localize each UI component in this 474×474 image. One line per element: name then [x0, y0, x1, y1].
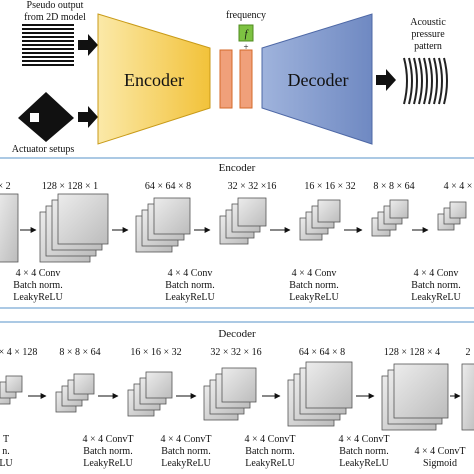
decoder-title: Decoder	[288, 70, 349, 90]
decoder-op-4-line3: LeakyReLU	[245, 458, 295, 469]
decoder-op-3-line2: Batch norm.	[161, 446, 210, 457]
output-arrow	[376, 69, 396, 91]
decoder-stack-1	[0, 375, 23, 405]
decoder-panel	[0, 321, 474, 323]
decoder-op-5-line1: 4 × 4 ConvT	[339, 434, 390, 445]
decoder-op-3-line1: 4 × 4 ConvT	[161, 434, 212, 445]
encoder-op-1-line3: LeakyReLU	[13, 292, 63, 303]
bottleneck-right	[239, 49, 253, 109]
bottleneck-left	[219, 49, 233, 109]
acoustic-pattern-image	[400, 55, 452, 107]
encoder-op-2-line2: Batch norm.	[165, 280, 214, 291]
pseudo-output-image	[22, 24, 74, 66]
encoder-dim-3: 32 × 32 ×16	[228, 181, 277, 192]
encoder-stack-2	[135, 197, 191, 253]
encoder-dim-6: 4 × 4 ×	[444, 181, 473, 192]
encoder-input-block	[0, 193, 19, 263]
input-arrow-bottom	[78, 106, 98, 128]
encoder-op-1-line1: 4 × 4 Conv	[16, 268, 61, 279]
decoder-stack-5	[287, 361, 353, 427]
encoder-dim-5: 8 × 8 × 64	[373, 181, 414, 192]
decoder-op-4-line1: 4 × 4 ConvT	[245, 434, 296, 445]
frequency-plus: +	[243, 42, 248, 52]
decoder-op-4-line2: Batch norm.	[245, 446, 294, 457]
decoder-op-3-line3: LeakyReLU	[161, 458, 211, 469]
decoder-stack-3	[127, 371, 173, 417]
decoder-panel-title: Decoder	[218, 328, 256, 340]
decoder-op-1-line1: T	[3, 434, 9, 445]
encoder-op-1-line2: Batch norm.	[13, 280, 62, 291]
encoder-panel-title: Encoder	[219, 162, 256, 174]
encoder-dim-2: 64 × 64 × 8	[145, 181, 191, 192]
acoustic-label-line3: pattern	[414, 41, 442, 52]
decoder-dim-2: 8 × 8 × 64	[59, 347, 100, 358]
decoder-op-6-line1: 4 × 4 ConvT	[415, 446, 466, 457]
pseudo-output-label-line1: Pseudo output	[27, 0, 84, 11]
decoder-op-5-line2: Batch norm.	[339, 446, 388, 457]
decoder-dim-3: 16 × 16 × 32	[130, 347, 181, 358]
encoder-op-4-line3: LeakyReLU	[411, 292, 461, 303]
decoder-dim-1: × 4 × 128	[0, 347, 37, 358]
encoder-op-4-line2: Batch norm.	[411, 280, 460, 291]
decoder-op-5-line3: LeakyReLU	[339, 458, 389, 469]
decoder-block	[261, 13, 373, 145]
decoder-dim-6: 128 × 128 × 4	[384, 347, 440, 358]
decoder-op-2-line3: LeakyReLU	[83, 458, 133, 469]
frequency-input-box	[238, 24, 254, 42]
encoder-stack-1	[39, 193, 109, 263]
encoder-stack-5	[371, 199, 409, 237]
encoder-panel	[0, 157, 474, 309]
acoustic-label-line1: Acoustic	[410, 17, 446, 28]
decoder-op-2-line2: Batch norm.	[83, 446, 132, 457]
decoder-dim-4: 32 × 32 × 16	[210, 347, 261, 358]
acoustic-label-line2: pressure	[411, 29, 445, 40]
decoder-op-1-line3: LU	[0, 458, 13, 469]
actuator-label: Actuator setups	[12, 144, 75, 155]
decoder-op-6-line2: Sigmoid	[423, 458, 457, 469]
decoder-stack-2	[55, 373, 95, 413]
encoder-dim-4: 16 × 16 × 32	[304, 181, 355, 192]
encoder-op-4-line1: 4 × 4 Conv	[414, 268, 459, 279]
decoder-stack-6	[381, 363, 449, 431]
decoder-op-1-line2: n.	[2, 446, 10, 457]
encoder-block	[97, 13, 211, 145]
encoder-op-3-line2: Batch norm.	[289, 280, 338, 291]
decoder-stack-4	[203, 367, 257, 421]
encoder-dim-1: 128 × 128 × 1	[42, 181, 98, 192]
input-arrow-top	[78, 34, 98, 56]
decoder-dim-5: 64 × 64 × 8	[299, 347, 345, 358]
encoder-input-dim: × 2	[0, 181, 11, 192]
frequency-symbol: f	[245, 29, 249, 40]
decoder-op-2-line1: 4 × 4 ConvT	[83, 434, 134, 445]
decoder-output-block	[461, 363, 474, 431]
decoder-dim-7: 2	[466, 347, 471, 358]
encoder-op-2-line1: 4 × 4 Conv	[168, 268, 213, 279]
encoder-op-3-line1: 4 × 4 Conv	[292, 268, 337, 279]
pseudo-output-label-line2: from 2D model	[24, 12, 86, 23]
encoder-stack-4	[299, 199, 341, 241]
encoder-stack-6	[437, 201, 467, 231]
frequency-label: frequency	[226, 10, 266, 21]
encoder-stack-3	[219, 197, 267, 245]
encoder-op-2-line3: LeakyReLU	[165, 292, 215, 303]
actuator-setup-image	[18, 92, 74, 142]
encoder-op-3-line3: LeakyReLU	[289, 292, 339, 303]
encoder-title: Encoder	[124, 70, 184, 90]
